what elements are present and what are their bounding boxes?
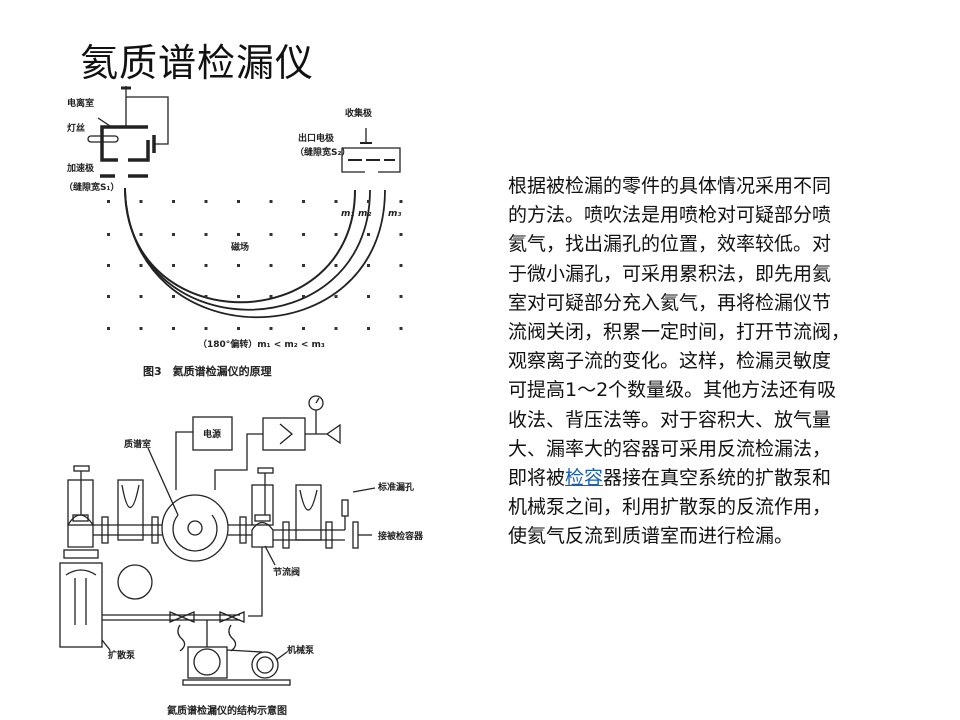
paragraph-line: 大、漏率大的容器可采用反流检漏法，	[508, 437, 832, 460]
field-dot	[302, 264, 305, 267]
field-dot	[204, 233, 208, 236]
field-dot	[107, 295, 110, 298]
field-dot	[399, 264, 403, 267]
paragraph-line-with-link: 即将被检容器接在真空系统的扩散泵和	[508, 464, 850, 493]
field-dot	[237, 264, 240, 267]
field-dot	[269, 295, 273, 298]
paragraph-line: 收法、背压法等。对于容积大、放气量	[508, 408, 832, 431]
paragraph-line: 流阀关闭，积累一定时间，打开节流阀，	[508, 321, 851, 344]
field-dot	[367, 327, 370, 330]
field-dot	[204, 264, 208, 267]
label-throttle-valve: 节流阀	[273, 566, 300, 578]
field-dot	[172, 233, 175, 236]
field-dot	[302, 233, 305, 236]
label-mechanical-pump: 机械泵	[287, 644, 315, 656]
field-dot	[172, 327, 175, 330]
field-dot	[367, 200, 370, 203]
paragraph-line: 机械泵之间，利用扩散泵的反流作用，	[508, 496, 832, 519]
field-dot	[334, 264, 338, 267]
field-dot	[172, 295, 175, 298]
field-dot	[107, 264, 110, 267]
label-accelerator: 加速极	[66, 162, 95, 174]
field-dot	[107, 200, 110, 203]
paragraph-line: 使氦气反流到质谱室而进行检漏。	[508, 525, 794, 548]
figure1-caption: 图3 氦质谱检漏仪的原理	[143, 364, 272, 378]
field-dot	[399, 200, 403, 203]
label-m2: m₂	[358, 209, 371, 219]
label-magnetic-field: 磁场	[231, 241, 249, 253]
label-m3: m₃	[388, 209, 401, 219]
field-dot	[367, 233, 370, 236]
field-dot	[172, 200, 175, 203]
field-dot	[107, 327, 110, 330]
field-dot	[139, 264, 143, 267]
field-dot	[302, 295, 305, 298]
field-dot	[269, 327, 273, 330]
figure2-caption: 氦质谱检漏仪的结构示意图	[167, 704, 287, 717]
label-slit1: （缝隙宽S₁）	[64, 181, 119, 193]
field-dot	[204, 295, 208, 298]
field-dot	[334, 233, 338, 236]
field-dot	[139, 200, 143, 203]
field-dot	[204, 200, 208, 203]
label-collector: 收集极	[345, 107, 373, 119]
field-dot	[139, 295, 143, 298]
field-dot	[139, 233, 143, 236]
field-dot	[399, 295, 403, 298]
label-m1: m₁	[341, 209, 354, 219]
field-dot	[269, 200, 273, 203]
field-dot	[139, 327, 143, 330]
field-dot	[399, 233, 403, 236]
label-deflection: （180°偏转）m₁ < m₂ < m₃	[198, 338, 325, 350]
field-dot	[172, 264, 175, 267]
label-exit-electrode: 出口电极	[298, 132, 335, 144]
slide-title: 氦质谱检漏仪	[80, 41, 315, 85]
field-dot	[399, 327, 403, 330]
field-dot	[269, 233, 273, 236]
text: 器接在真空系统的扩散泵和	[603, 467, 832, 490]
label-mass-spec-chamber: 质谱室	[124, 438, 151, 450]
inspect-container-link[interactable]: 检容	[565, 467, 604, 490]
field-dot	[334, 200, 338, 203]
field-dot	[302, 327, 305, 330]
paragraph-line: 于微小漏孔，可采用累积法，即先用氦	[508, 262, 832, 285]
description-paragraph: 根据被检漏的零件的具体情况采用不同 的方法。喷吹法是用喷枪对可疑部分喷 氦气，找…	[508, 172, 850, 552]
field-dot	[334, 327, 338, 330]
field-dot	[269, 264, 273, 267]
field-dot	[302, 200, 305, 203]
label-standard-leak: 标准漏孔	[377, 481, 414, 493]
paragraph-line: 根据被检漏的零件的具体情况采用不同	[508, 175, 832, 197]
paragraph-line: 可提高1～2个数量级。其他方法还有吸	[508, 379, 837, 402]
field-dot	[237, 200, 240, 203]
label-to-test-vessel: 接被检容器	[378, 530, 424, 542]
field-dot	[334, 295, 338, 298]
field-dot	[367, 295, 370, 298]
field-dot	[237, 295, 240, 298]
paragraph-line: 氦气，找出漏孔的位置，效率较低。对	[508, 233, 832, 256]
field-dot	[237, 327, 240, 330]
paragraph-line: 的方法。喷吹法是用喷枪对可疑部分喷	[508, 204, 832, 227]
field-dot	[204, 327, 208, 330]
structure-diagram	[59, 395, 376, 686]
label-ion-chamber: 电离室	[67, 97, 94, 109]
label-slit2: （缝隙宽S₂）	[295, 146, 350, 158]
field-dot	[107, 233, 110, 236]
label-diffusion-pump: 扩散泵	[108, 649, 136, 661]
field-dot	[367, 264, 370, 267]
field-dot	[237, 233, 240, 236]
label-power-supply: 电源	[203, 428, 221, 440]
text: 即将被	[508, 467, 566, 490]
paragraph-line: 观察离子流的变化。这样，检漏灵敏度	[508, 350, 832, 373]
paragraph-line: 室对可疑部分充入氦气，再将检漏仪节	[508, 291, 832, 314]
label-filament: 灯丝	[67, 122, 85, 134]
